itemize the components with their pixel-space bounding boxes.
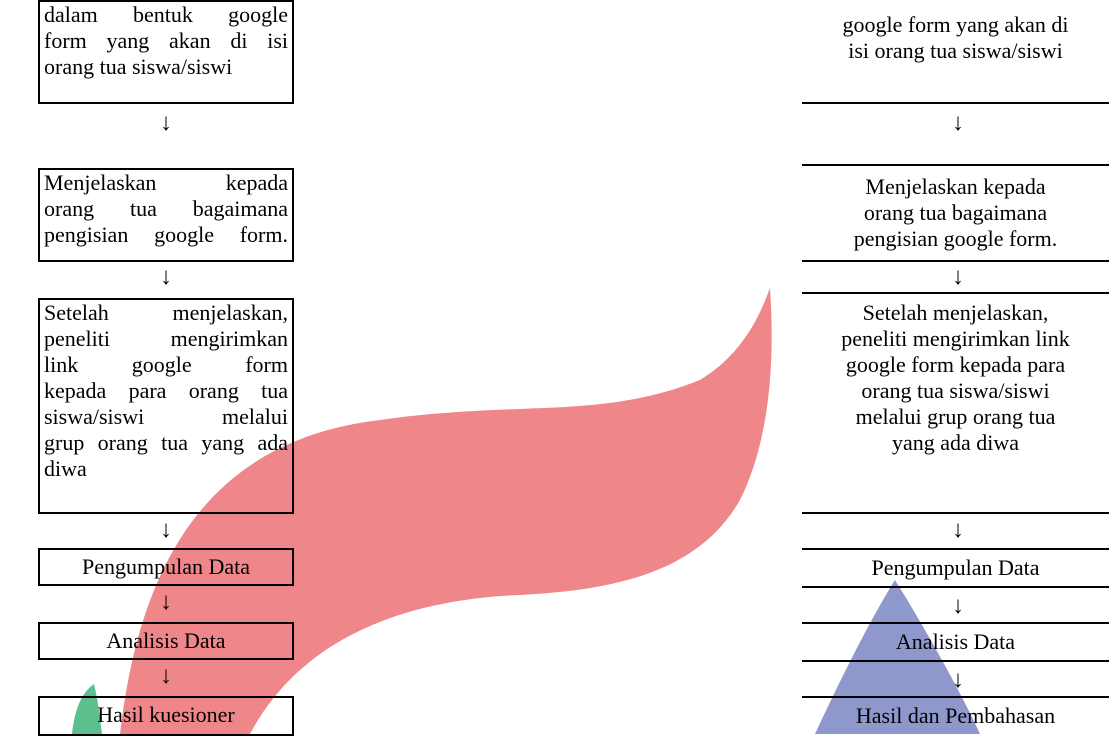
text-line: orang tua siswa/siswi <box>861 378 1050 403</box>
arrow-down-icon: ↓ <box>160 589 172 615</box>
text-line: Setelah menjelaskan, <box>44 300 288 325</box>
arrow-down-icon: ↓ <box>952 517 964 543</box>
text-line: peneliti mengirimkan link <box>841 326 1070 351</box>
left-box-send-link: Setelah menjelaskan, peneliti mengirimka… <box>38 298 294 514</box>
text-line: peneliti mengirimkan <box>44 326 288 351</box>
text-line: form yang akan di isi <box>44 28 288 53</box>
arrow-down-icon: ↓ <box>952 593 964 619</box>
arrow-down-icon: ↓ <box>160 110 172 136</box>
text-line: isi orang tua siswa/siswi <box>848 38 1063 63</box>
arrow-down-icon: ↓ <box>952 110 964 136</box>
text-line: Setelah menjelaskan, <box>862 300 1049 325</box>
text-line: diwa <box>44 456 87 481</box>
arrow-down-icon: ↓ <box>952 667 964 693</box>
text-line: google form kepada para <box>845 352 1066 377</box>
text-line: google form yang akan di <box>842 12 1069 37</box>
text-line: yang ada diwa <box>891 430 1020 455</box>
right-box-send-link: Setelah menjelaskan, peneliti mengirimka… <box>802 292 1109 514</box>
text-line: dalam bentuk google <box>44 2 288 27</box>
arrow-down-icon: ↓ <box>952 264 964 290</box>
text-line: kepada para orang tua <box>44 378 288 403</box>
text-line: pengisian google form. <box>44 222 288 247</box>
right-box-hasil-pembahasan: Hasil dan Pembahasan <box>802 696 1109 736</box>
text-line: Menjelaskan kepada <box>865 174 1046 199</box>
text-line: orang tua bagaimana <box>863 200 1048 225</box>
text-line: link google form <box>44 352 288 377</box>
right-box-pengumpulan-data: Pengumpulan Data <box>802 548 1109 588</box>
watermark-blue-shape <box>815 580 980 734</box>
arrow-down-icon: ↓ <box>160 663 172 689</box>
text-line: grup orang tua yang ada <box>44 430 288 455</box>
text-line: siswa/siswi melalui <box>44 404 288 429</box>
text-line: melalui grup orang tua <box>855 404 1056 429</box>
text-line: orang tua siswa/siswi <box>44 54 233 79</box>
arrow-down-icon: ↓ <box>160 264 172 290</box>
right-box-form: google form yang akan di isi orang tua s… <box>802 0 1109 104</box>
left-box-pengumpulan-data: Pengumpulan Data <box>38 548 294 586</box>
text-line: pengisian google form. <box>853 226 1058 251</box>
left-box-hasil-kuesioner: Hasil kuesioner <box>38 696 294 736</box>
text-line: Menjelaskan kepada <box>44 170 288 195</box>
text-line: orang tua bagaimana <box>44 196 288 221</box>
left-box-explain: Menjelaskan kepada orang tua bagaimana p… <box>38 168 294 262</box>
right-box-explain: Menjelaskan kepada orang tua bagaimana p… <box>802 164 1109 262</box>
right-box-analisis-data: Analisis Data <box>802 622 1109 662</box>
left-box-form: dalam bentuk google form yang akan di is… <box>38 0 294 104</box>
arrow-down-icon: ↓ <box>160 517 172 543</box>
left-box-analisis-data: Analisis Data <box>38 622 294 660</box>
